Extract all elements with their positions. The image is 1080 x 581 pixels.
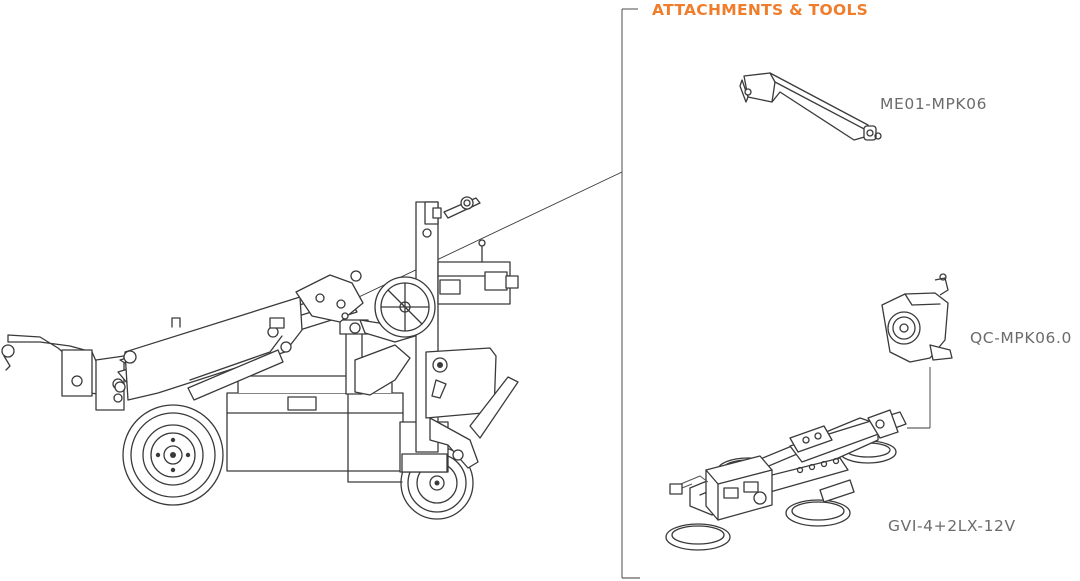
section-title: ATTACHMENTS & TOOLS bbox=[652, 1, 869, 19]
boom bbox=[114, 290, 359, 401]
vacuum-lifter-icon bbox=[665, 409, 907, 551]
pulley-wheel bbox=[374, 276, 436, 338]
rear-wheel bbox=[122, 404, 224, 506]
tail-assembly bbox=[1, 334, 125, 411]
boom-extension-arm-icon bbox=[739, 72, 882, 141]
part-label-gvi: GVI-4+2LX-12V bbox=[888, 517, 1016, 535]
operator-panel bbox=[425, 347, 519, 469]
part-label-qc: QC-MPK06.0 bbox=[970, 329, 1073, 347]
chassis bbox=[226, 375, 449, 483]
jib-tip bbox=[443, 196, 481, 219]
boom-head bbox=[295, 270, 364, 323]
part-label-me01: ME01-MPK06 bbox=[880, 95, 988, 113]
control-box bbox=[437, 239, 519, 305]
quick-coupler-icon bbox=[881, 273, 953, 363]
mini-crane-icon bbox=[1, 196, 519, 520]
